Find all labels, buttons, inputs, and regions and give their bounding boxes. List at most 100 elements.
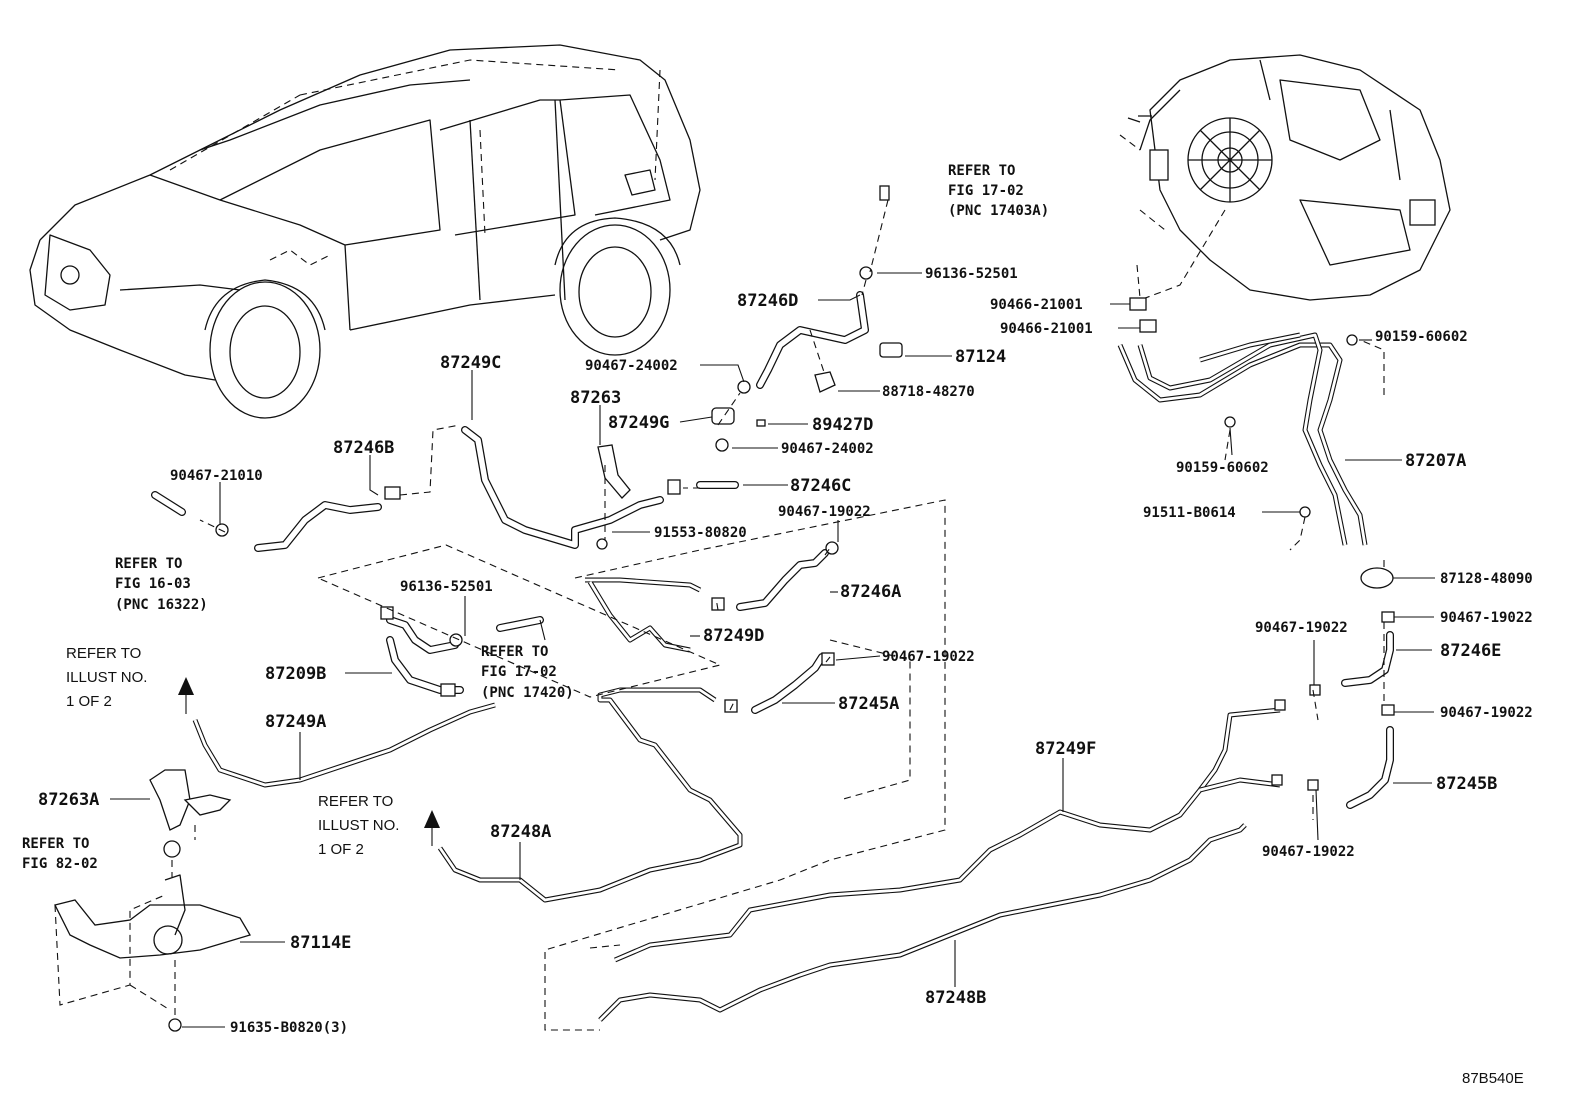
callout: 90467-19022 — [778, 504, 871, 520]
callout: 87246D — [737, 291, 798, 311]
bolt — [1299, 506, 1311, 518]
callout: 90466-21001 — [990, 297, 1083, 313]
callout: 90467-24002 — [585, 358, 678, 374]
callout: 96136-52501 — [400, 579, 493, 595]
bolt — [596, 538, 608, 550]
reference-note: REFER TO — [318, 793, 393, 810]
reference-notes: REFER TO FIG 17-02 (PNC 17403A) REFER TO… — [22, 163, 1049, 872]
callout: 90467-19022 — [1440, 705, 1533, 721]
clamp — [440, 683, 456, 697]
clamp — [380, 606, 394, 620]
callout: 87246C — [790, 476, 851, 496]
callout: 87245B — [1436, 774, 1497, 794]
hose-87246e — [1341, 631, 1394, 687]
clamp — [449, 633, 463, 647]
bracket-87263a — [149, 769, 191, 831]
grommet — [163, 840, 181, 858]
bolt — [1224, 416, 1236, 428]
hose-87249c — [461, 426, 664, 549]
reference-note: REFER TO — [22, 836, 89, 852]
reference-note: (PNC 17420) — [481, 685, 574, 701]
arrow-up-icon — [178, 677, 194, 695]
callout: 87263A — [38, 790, 99, 810]
tube-87248b — [598, 823, 1247, 1022]
callout: 90466-21001 — [1000, 321, 1093, 337]
callout: 87249A — [265, 712, 326, 732]
leader-lines — [110, 272, 1435, 1028]
arrow-up-icon — [424, 810, 440, 828]
clamp — [1271, 774, 1283, 786]
callout: 87249D — [703, 626, 764, 646]
callout-labels: 87249C 87246B 90467-21010 87263 87249G 9… — [38, 266, 1533, 1036]
callout: 91635-B0820(3) — [230, 1020, 348, 1036]
reference-note: FIG 16-03 — [115, 576, 191, 592]
clamp — [724, 699, 738, 713]
pipes-and-hoses — [151, 291, 1394, 1022]
tube-87248a — [437, 687, 743, 903]
reference-note: REFER TO — [115, 556, 182, 572]
vehicle-illustration — [29, 44, 701, 419]
clip-88718 — [814, 371, 836, 393]
reference-note: (PNC 16322) — [115, 597, 208, 613]
valve-87249g — [711, 407, 735, 425]
callout: 90467-21010 — [170, 468, 263, 484]
callout: 88718-48270 — [882, 384, 975, 400]
bolt — [168, 1018, 182, 1032]
clamp — [879, 185, 890, 201]
guide-lines — [54, 199, 1385, 1031]
reference-note: REFER TO — [66, 645, 141, 662]
clamp — [1307, 779, 1319, 791]
tube-87249a — [192, 702, 496, 788]
reference-note: FIG 17-02 — [948, 183, 1024, 199]
clamp — [715, 438, 729, 452]
cover-87114e — [54, 899, 251, 959]
callout: 90467-19022 — [1262, 844, 1355, 860]
sensor-89427d — [756, 419, 766, 427]
callout: 87249C — [440, 353, 501, 373]
callout: 87207A — [1405, 451, 1466, 471]
clamp — [1129, 297, 1147, 311]
clamp — [825, 541, 839, 555]
callout: 87246B — [333, 438, 394, 458]
callout: 87124 — [955, 347, 1006, 367]
grommet-87128 — [1360, 567, 1394, 589]
clamp — [384, 486, 401, 500]
hose-87209b — [386, 616, 464, 694]
callout: 90159-60602 — [1375, 329, 1468, 345]
reference-note: FIG 82-02 — [22, 856, 98, 872]
callout: 87246E — [1440, 641, 1501, 661]
clip — [859, 266, 873, 280]
callout: 87128-48090 — [1440, 571, 1533, 587]
reference-note: REFER TO — [948, 163, 1015, 179]
callout: 87209B — [265, 664, 326, 684]
callout: 87249F — [1035, 739, 1096, 759]
reference-note: ILLUST NO. — [66, 669, 147, 686]
callout: 90467-19022 — [882, 649, 975, 665]
callout: 90467-19022 — [1255, 620, 1348, 636]
clamp — [667, 479, 681, 495]
clamp — [1274, 699, 1286, 711]
callout: 87248A — [490, 822, 551, 842]
callout: 91511-B0614 — [1143, 505, 1236, 521]
callout: 89427D — [812, 415, 873, 435]
callout: 90467-19022 — [1440, 610, 1533, 626]
clamp — [737, 380, 751, 394]
bracket-87263 — [597, 444, 631, 499]
clamp — [1139, 319, 1157, 333]
tube-87249d — [585, 577, 702, 653]
tube-87249f — [614, 707, 1281, 963]
reference-note: 1 OF 2 — [66, 693, 112, 710]
reference-note: FIG 17-02 — [481, 664, 557, 680]
callout: 87249G — [608, 413, 669, 433]
reference-note: ILLUST NO. — [318, 817, 399, 834]
clamp — [1381, 611, 1395, 623]
reference-note: (PNC 17403A) — [948, 203, 1049, 219]
callout: 90467-24002 — [781, 441, 874, 457]
connector-87124 — [879, 342, 903, 358]
clamp — [1309, 684, 1321, 696]
diagram-id: 87B540E — [1462, 1070, 1524, 1087]
callout: 96136-52501 — [925, 266, 1018, 282]
callout: 87263 — [570, 388, 621, 408]
callout: 90159-60602 — [1176, 460, 1269, 476]
